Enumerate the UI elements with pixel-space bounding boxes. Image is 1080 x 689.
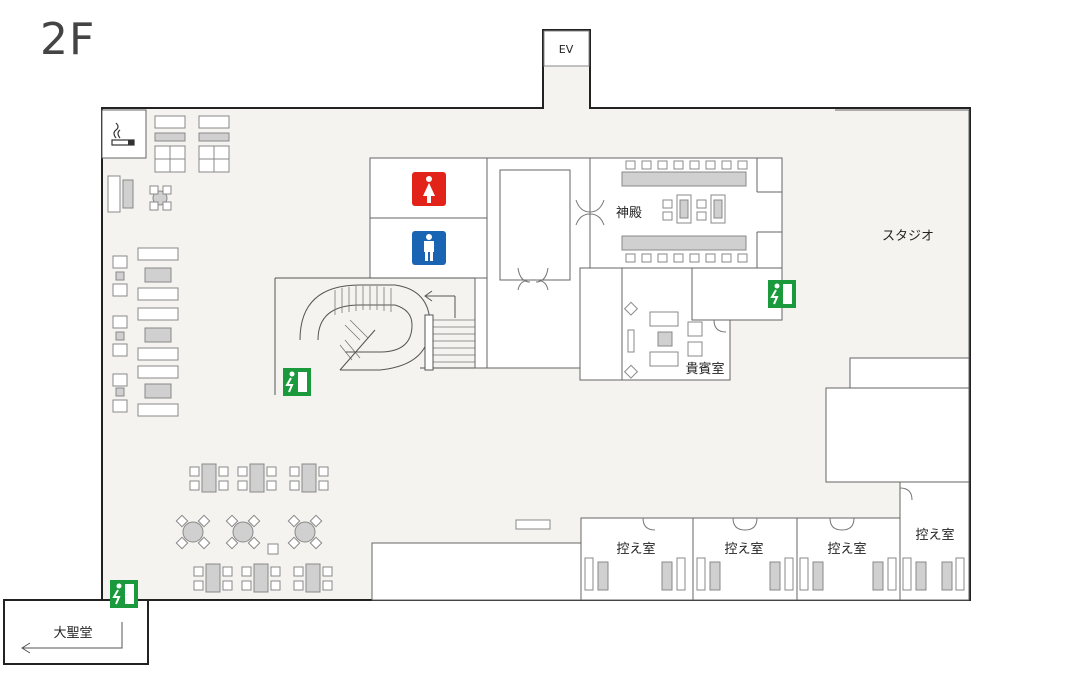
smoking-area-icon bbox=[111, 122, 135, 146]
arrow-left-icon bbox=[21, 622, 123, 654]
shinden-label: 神殿 bbox=[616, 206, 642, 221]
waiting-room-2-label: 控え室 bbox=[724, 541, 763, 557]
waiting-room-4-label: 控え室 bbox=[915, 527, 954, 543]
studio-label: スタジオ bbox=[882, 229, 934, 244]
furniture bbox=[107, 115, 965, 593]
emergency-exit-icon bbox=[110, 580, 138, 608]
womens-restroom-icon bbox=[412, 172, 446, 206]
staircase bbox=[274, 277, 488, 395]
emergency-exit-icon bbox=[768, 280, 796, 308]
waiting-room-3-label: 控え室 bbox=[827, 541, 866, 557]
ev-label: EV bbox=[559, 43, 574, 56]
doors bbox=[517, 199, 913, 531]
daiseido-label: 大聖堂 bbox=[53, 626, 92, 641]
floor-label: 2F bbox=[40, 14, 96, 65]
waiting-room-1-label: 控え室 bbox=[616, 541, 655, 557]
mens-restroom-icon bbox=[412, 231, 446, 265]
kihinshitsu-label: 貴賓室 bbox=[685, 361, 724, 377]
emergency-exit-icon bbox=[283, 368, 311, 396]
